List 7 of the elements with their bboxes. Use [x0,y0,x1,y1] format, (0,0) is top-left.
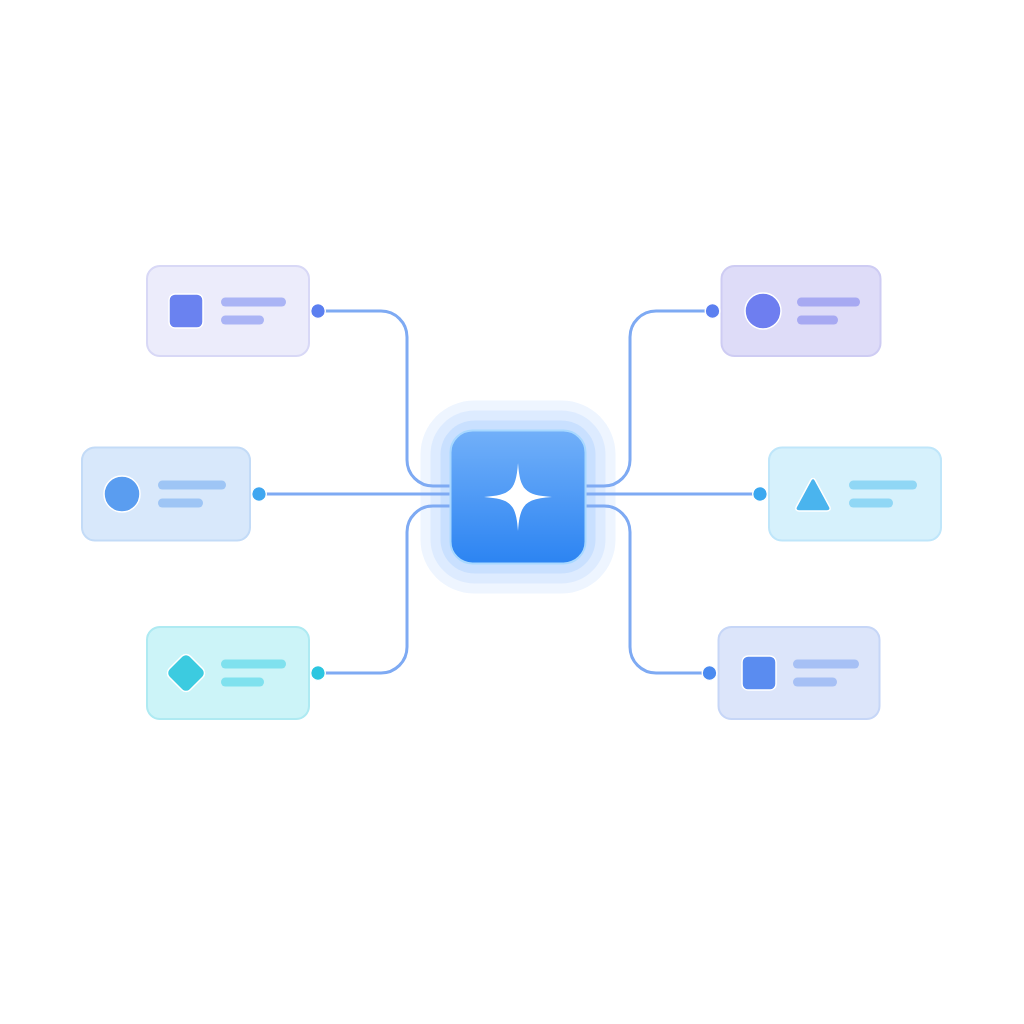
connector [251,486,450,502]
connector [310,303,450,488]
connector [310,504,450,681]
connector [586,504,718,681]
connector [586,303,721,488]
hub-box [449,429,587,565]
connector [586,486,768,502]
